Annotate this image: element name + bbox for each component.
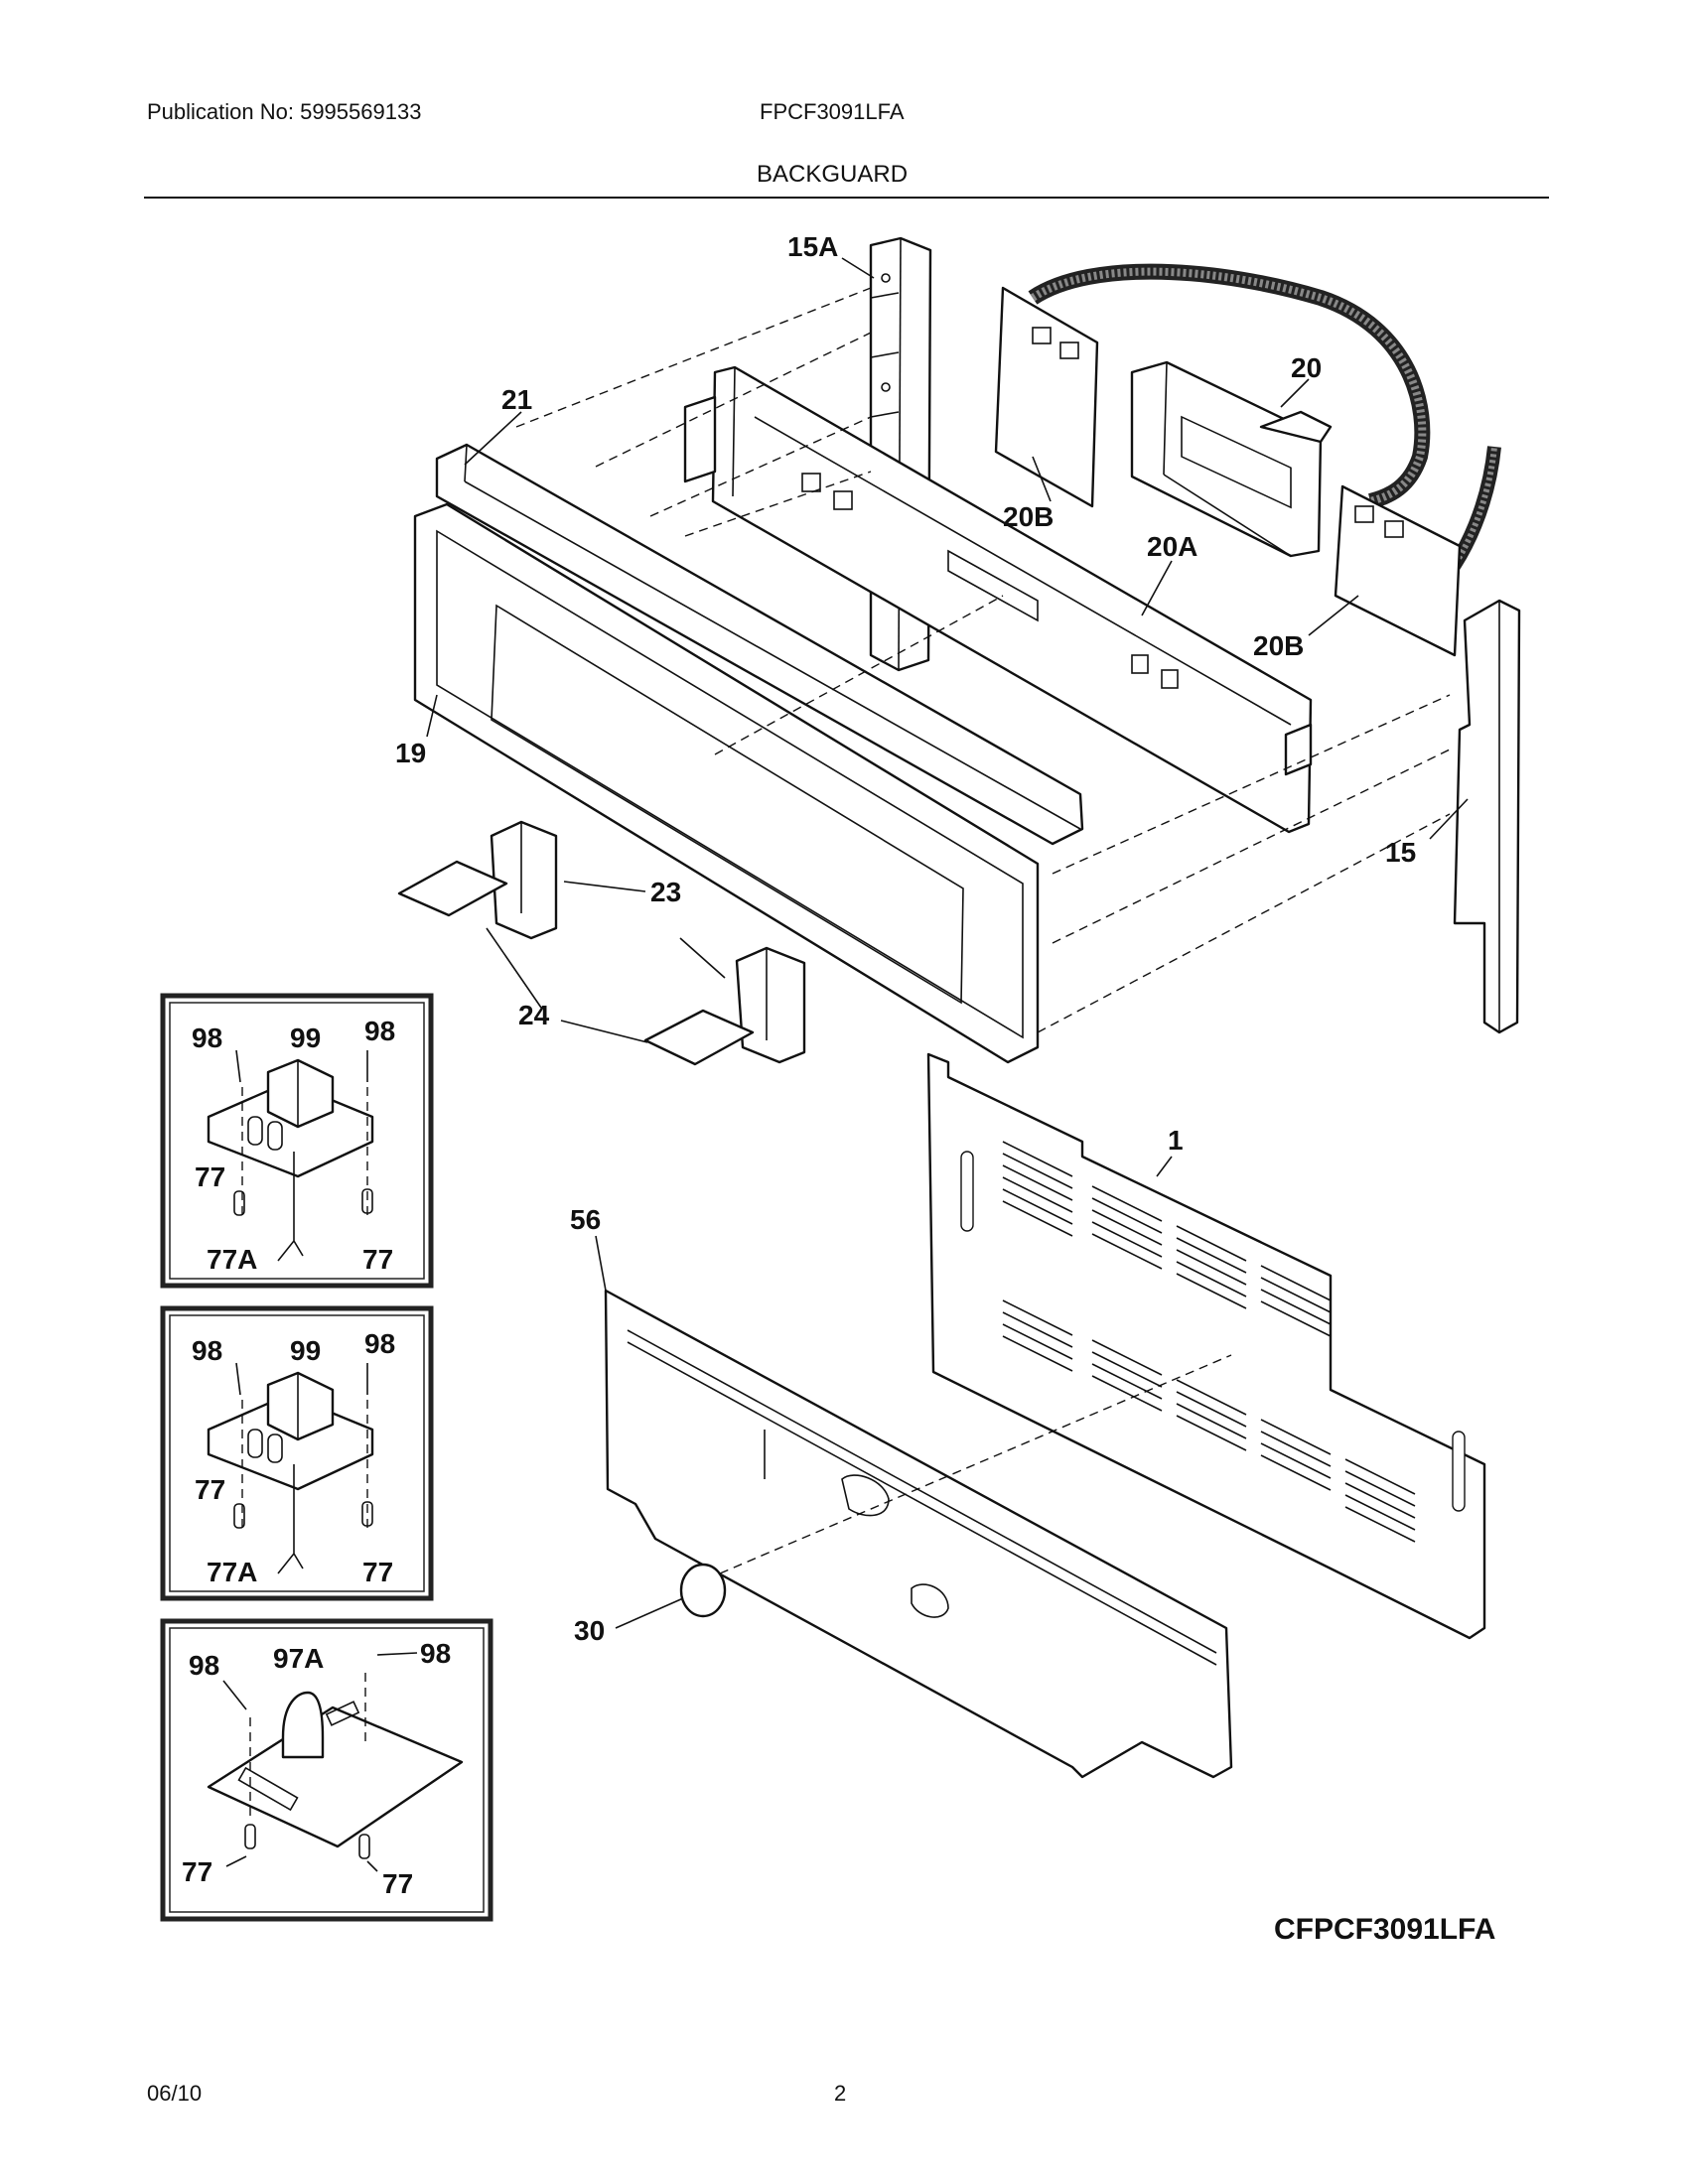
- part-1-rear-panel: [926, 1052, 1486, 1640]
- part-20B-board-top: [994, 286, 1099, 508]
- part-23-clip-right: [735, 946, 806, 1064]
- publication-number: Publication No: 5995569133: [147, 99, 422, 124]
- page-number: 2: [834, 2081, 847, 2106]
- callout-20A: 20A: [1147, 531, 1197, 562]
- part-23-clip-left: [490, 820, 558, 940]
- inset-3-label-97A: 97A: [273, 1643, 324, 1674]
- callout-20B-right: 20B: [1253, 630, 1304, 661]
- part-20-electronic-control: [1130, 360, 1333, 558]
- part-24-tab-right: [643, 1009, 755, 1066]
- section-title: BACKGUARD: [757, 161, 909, 188]
- part-24-tab-left: [397, 860, 508, 917]
- diagram-code: CFPCF3091LFA: [1274, 1913, 1495, 1946]
- part-30-plug: [679, 1563, 727, 1618]
- inset-2-label-77-right: 77: [362, 1557, 393, 1587]
- callout-19: 19: [395, 738, 426, 768]
- inset-transformer-board-2: [160, 1305, 434, 1601]
- inset-2-label-77-left: 77: [195, 1474, 225, 1505]
- inset-1-label-77-right: 77: [362, 1244, 393, 1275]
- inset-3-label-77-left: 77: [182, 1856, 212, 1887]
- callout-20: 20: [1291, 352, 1322, 383]
- callout-23: 23: [650, 877, 681, 907]
- callout-15: 15: [1385, 837, 1416, 868]
- inset-2-label-99: 99: [290, 1335, 321, 1366]
- part-19-backguard-panel: [413, 502, 1040, 1064]
- inset-1-label-99: 99: [290, 1023, 321, 1053]
- callout-15A: 15A: [787, 231, 838, 262]
- part-20B-board-right: [1334, 484, 1462, 657]
- inset-2-label-77A: 77A: [207, 1557, 257, 1587]
- callout-30: 30: [574, 1615, 605, 1646]
- part-15-end-bracket: [1453, 599, 1521, 1034]
- part-56-lower-panel: [604, 1289, 1233, 1779]
- publication-date: 06/10: [147, 2081, 203, 2106]
- inset-1-label-77A: 77A: [207, 1244, 257, 1275]
- part-20A-control-panel: [683, 365, 1313, 834]
- inset-1-label-98-left: 98: [192, 1023, 222, 1053]
- header-rule: [144, 197, 1549, 199]
- inset-2-label-98-right: 98: [364, 1328, 395, 1359]
- inset-3-label-77-right: 77: [382, 1868, 413, 1899]
- inset-transformer-board-1: [160, 993, 434, 1289]
- inset-3-label-98-left: 98: [189, 1650, 219, 1681]
- callout-21: 21: [501, 384, 532, 415]
- inset-relay-board: [160, 1618, 493, 1922]
- callout-20B-top: 20B: [1003, 501, 1054, 532]
- inset-3-label-98-right: 98: [420, 1638, 451, 1669]
- callout-56: 56: [570, 1204, 601, 1235]
- inset-2-label-98-left: 98: [192, 1335, 222, 1366]
- leader-lines: [426, 257, 1469, 1629]
- callout-24: 24: [518, 1000, 550, 1030]
- callout-1: 1: [1168, 1125, 1184, 1156]
- model-number: FPCF3091LFA: [760, 99, 905, 124]
- assembly-lines-lower: [719, 1354, 1232, 1574]
- inset-1-label-98-right: 98: [364, 1016, 395, 1046]
- assembly-lines-top: [515, 287, 1451, 1033]
- inset-1-label-77-left: 77: [195, 1161, 225, 1192]
